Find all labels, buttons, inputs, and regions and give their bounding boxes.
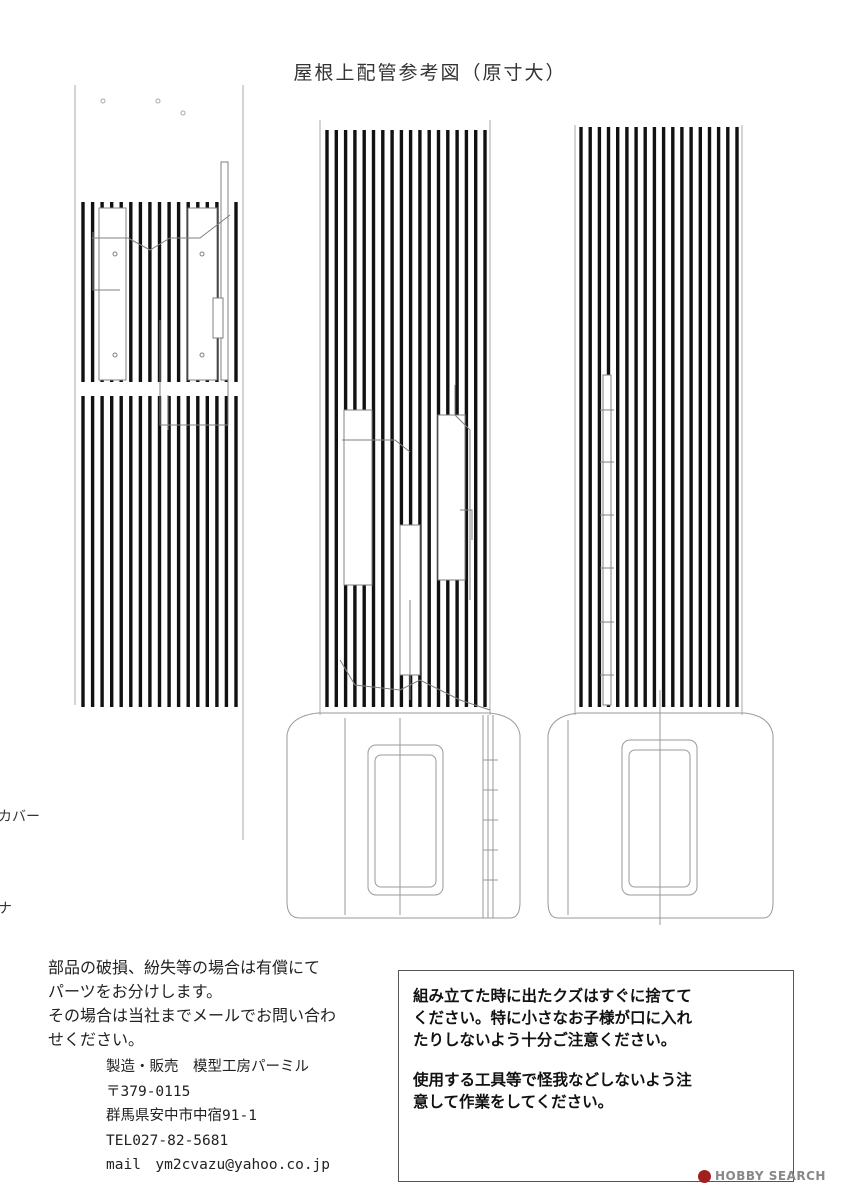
- roof-stripe: [597, 127, 602, 707]
- roof-stripe: [176, 396, 181, 707]
- roof-stripe: [325, 130, 329, 707]
- edge-label-na: ナ: [0, 901, 12, 917]
- roof-stripe: [427, 130, 431, 707]
- roof-stripe: [716, 127, 721, 707]
- roof-stripe: [625, 127, 629, 707]
- right-piping: [600, 374, 614, 706]
- repair-parts-note: 部品の破損、紛失等の場合は有償にて パーツをお分けします。 その場合は当社までメ…: [48, 956, 393, 1052]
- page-title: 屋根上配管参考図（原寸大）: [293, 62, 567, 84]
- roof-stripe: [579, 127, 583, 707]
- roof-stripe: [634, 127, 638, 707]
- note-line: 部品の破損、紛失等の場合は有償にて: [48, 958, 321, 977]
- maker-mail: mail ym2cvazu@yahoo.co.jp: [106, 1157, 331, 1173]
- roof-stripe: [671, 127, 675, 707]
- hobby-search-logo-icon: [698, 1169, 711, 1183]
- left-lower-stripe-group: [81, 396, 238, 707]
- roof-stripe: [129, 202, 133, 382]
- roof-stripe: [390, 130, 394, 707]
- roof-stripe: [215, 396, 219, 707]
- roof-stripe: [157, 202, 162, 382]
- roof-stripe: [148, 396, 152, 707]
- roof-stripe: [100, 396, 104, 707]
- roof-stripe: [167, 396, 171, 707]
- roof-stripe: [224, 396, 229, 707]
- roof-stripe: [698, 127, 702, 707]
- maker-postal: 〒379-0115: [106, 1083, 191, 1100]
- roof-stripe: [196, 396, 200, 707]
- roof-stripe: [588, 127, 592, 707]
- roof-stripe: [334, 130, 338, 707]
- roof-stripe: [474, 130, 478, 707]
- maker-info: 製造・販売 模型工房パーミル 〒379-0115 群馬県安中市中宿91-1 TE…: [106, 1055, 330, 1178]
- roof-stripe: [90, 396, 95, 707]
- roof-stripe: [418, 130, 422, 707]
- roof-stripe: [643, 127, 647, 707]
- roof-stripe: [408, 130, 413, 707]
- edge-label-cover: カバー: [0, 809, 40, 825]
- roof-stripe: [205, 396, 209, 707]
- roof-stripe: [81, 202, 85, 382]
- roof-stripe: [148, 202, 152, 382]
- maker-company: 製造・販売 模型工房パーミル: [106, 1059, 309, 1075]
- roof-stripe: [464, 130, 469, 707]
- roof-stripe: [399, 130, 404, 707]
- roof-stripe: [661, 127, 666, 707]
- roof-stripe: [726, 127, 730, 707]
- maker-tel: TEL027-82-5681: [106, 1132, 229, 1149]
- roof-stripe: [234, 202, 238, 382]
- roof-stripe: [381, 130, 385, 707]
- roof-stripe: [707, 127, 712, 707]
- roof-stripe: [483, 130, 487, 707]
- roof-stripe: [680, 127, 684, 707]
- roof-stripe: [186, 396, 190, 707]
- roof-stripe: [652, 127, 657, 707]
- caution-line: 組み立てた時に出たクズはすぐに捨てて: [413, 987, 692, 1005]
- roof-stripe: [138, 396, 143, 707]
- roof-stripe: [119, 396, 123, 707]
- roof-stripe: [616, 127, 620, 707]
- caution-line: 使用する工具等で怪我などしないよう注: [413, 1071, 692, 1089]
- roof-stripe: [157, 396, 162, 707]
- middle-piping: [339, 385, 491, 711]
- roof-stripe: [110, 396, 114, 707]
- note-line: その場合は当社までメールでお問い合わ: [48, 1006, 337, 1025]
- roof-stripe: [129, 396, 133, 707]
- left-piping: [92, 161, 231, 430]
- roof-stripe: [176, 202, 181, 382]
- roof-stripe: [90, 202, 95, 382]
- left-roof-panel: [74, 85, 244, 840]
- right-roof-panel: [574, 125, 743, 715]
- caution-box: 組み立てた時に出たクズはすぐに捨てて ください。特に小さなお子様が口に入れ たり…: [398, 970, 794, 1182]
- middle-roof-panel: [319, 120, 491, 715]
- roof-stripe: [689, 127, 693, 707]
- middle-car-end: [286, 712, 521, 919]
- roof-stripe: [167, 202, 171, 382]
- roof-stripe: [735, 127, 739, 707]
- caution-line: たりしないよう十分ご注意ください。: [413, 1031, 677, 1049]
- watermark-text: HOBBY SEARCH: [715, 1169, 826, 1183]
- roof-stripe: [371, 130, 376, 707]
- note-line: パーツをお分けします。: [48, 982, 223, 1001]
- watermark: HOBBY SEARCH: [698, 1169, 826, 1183]
- roof-stripe: [81, 396, 85, 707]
- caution-line: 意して作業をしてください。: [413, 1093, 614, 1111]
- roof-stripe: [234, 396, 238, 707]
- note-line: せください。: [48, 1030, 145, 1049]
- caution-line: ください。特に小さなお子様が口に入れ: [413, 1009, 693, 1027]
- roof-stripe: [138, 202, 143, 382]
- right-car-end: [547, 690, 774, 925]
- maker-address: 群馬県安中市中宿91-1: [106, 1108, 257, 1124]
